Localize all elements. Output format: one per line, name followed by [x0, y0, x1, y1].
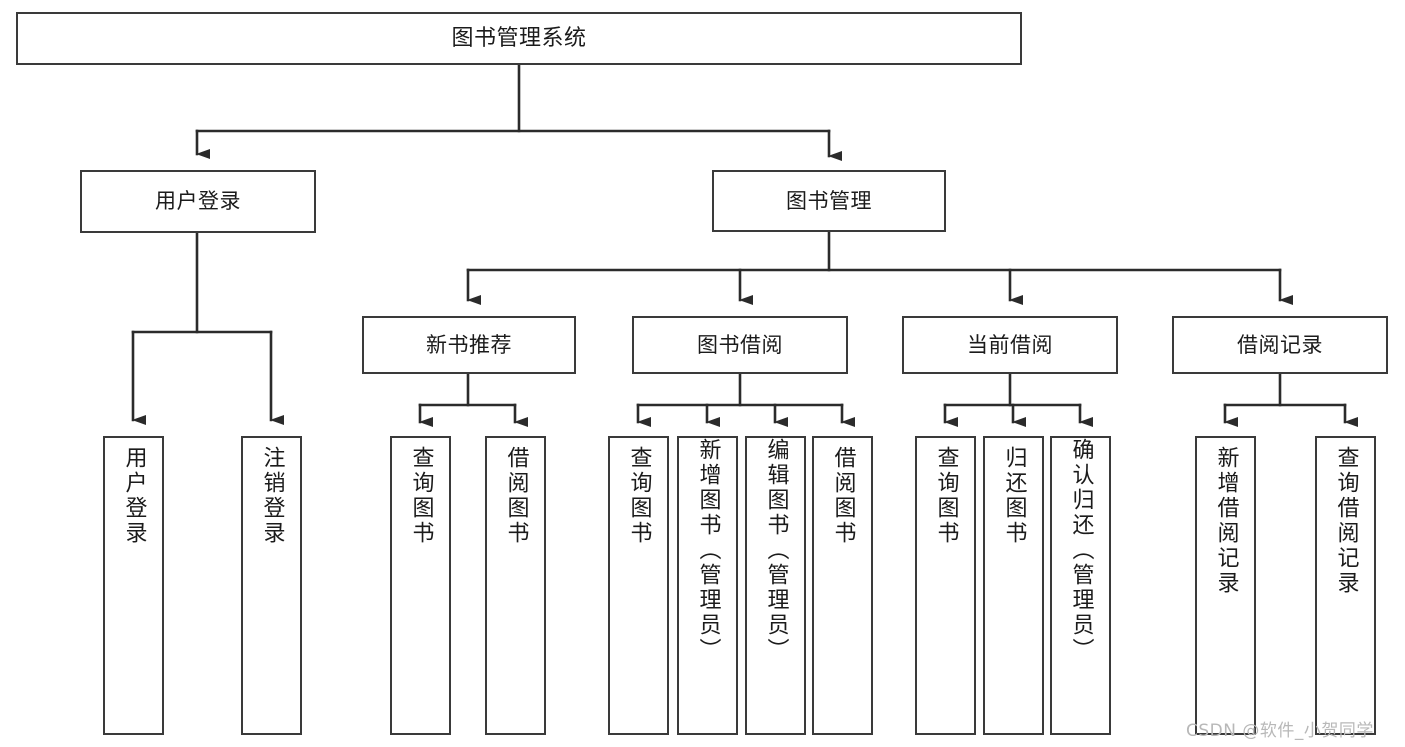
node-leaf-logout-label: 注销登录 — [259, 446, 285, 546]
node-leaf-query-book-3[interactable]: 查询图书 — [915, 436, 976, 735]
node-leaf-user-login-label: 用户登录 — [121, 446, 147, 546]
node-book-management[interactable]: 图书管理 — [712, 170, 946, 232]
node-leaf-add-record-label: 新增借阅记录 — [1213, 446, 1239, 596]
node-leaf-query-record[interactable]: 查询借阅记录 — [1315, 436, 1376, 735]
node-leaf-return-book-label: 归还图书 — [1001, 446, 1027, 546]
node-leaf-add-book[interactable]: 新增图书（管理员） — [677, 436, 738, 735]
node-leaf-query-book-2[interactable]: 查询图书 — [608, 436, 669, 735]
node-book-borrow-label: 图书借阅 — [697, 332, 783, 357]
node-user-login[interactable]: 用户登录 — [80, 170, 316, 233]
csdn-watermark: CSDN @软件_小贺同学 — [1186, 721, 1374, 741]
node-leaf-edit-book-label: 编辑图书（管理员） — [763, 438, 789, 663]
node-root-label: 图书管理系统 — [451, 25, 587, 51]
node-book-borrow[interactable]: 图书借阅 — [632, 316, 848, 374]
node-current-borrow-label: 当前借阅 — [967, 332, 1053, 357]
node-current-borrow[interactable]: 当前借阅 — [902, 316, 1118, 374]
node-leaf-return-book[interactable]: 归还图书 — [983, 436, 1044, 735]
node-leaf-user-login[interactable]: 用户登录 — [103, 436, 164, 735]
node-leaf-query-book-1[interactable]: 查询图书 — [390, 436, 451, 735]
node-leaf-confirm-return-label: 确认归还（管理员） — [1068, 438, 1094, 663]
node-user-login-label: 用户登录 — [155, 189, 241, 214]
node-leaf-borrow-book-2[interactable]: 借阅图书 — [812, 436, 873, 735]
node-leaf-borrow-book-1-label: 借阅图书 — [503, 446, 529, 546]
node-book-management-label: 图书管理 — [786, 188, 872, 213]
node-leaf-confirm-return[interactable]: 确认归还（管理员） — [1050, 436, 1111, 735]
node-leaf-add-book-label: 新增图书（管理员） — [695, 438, 721, 663]
node-leaf-logout[interactable]: 注销登录 — [241, 436, 302, 735]
node-leaf-query-book-3-label: 查询图书 — [933, 446, 959, 546]
node-leaf-borrow-book-2-label: 借阅图书 — [830, 446, 856, 546]
node-root[interactable]: 图书管理系统 — [16, 12, 1022, 65]
node-leaf-add-record[interactable]: 新增借阅记录 — [1195, 436, 1256, 735]
node-leaf-query-book-1-label: 查询图书 — [408, 446, 434, 546]
node-borrow-record-label: 借阅记录 — [1237, 332, 1323, 357]
node-leaf-borrow-book-1[interactable]: 借阅图书 — [485, 436, 546, 735]
node-leaf-query-book-2-label: 查询图书 — [626, 446, 652, 546]
node-new-book-recommend-label: 新书推荐 — [426, 332, 512, 357]
node-leaf-edit-book[interactable]: 编辑图书（管理员） — [745, 436, 806, 735]
node-borrow-record[interactable]: 借阅记录 — [1172, 316, 1388, 374]
node-new-book-recommend[interactable]: 新书推荐 — [362, 316, 576, 374]
node-leaf-query-record-label: 查询借阅记录 — [1333, 446, 1359, 596]
